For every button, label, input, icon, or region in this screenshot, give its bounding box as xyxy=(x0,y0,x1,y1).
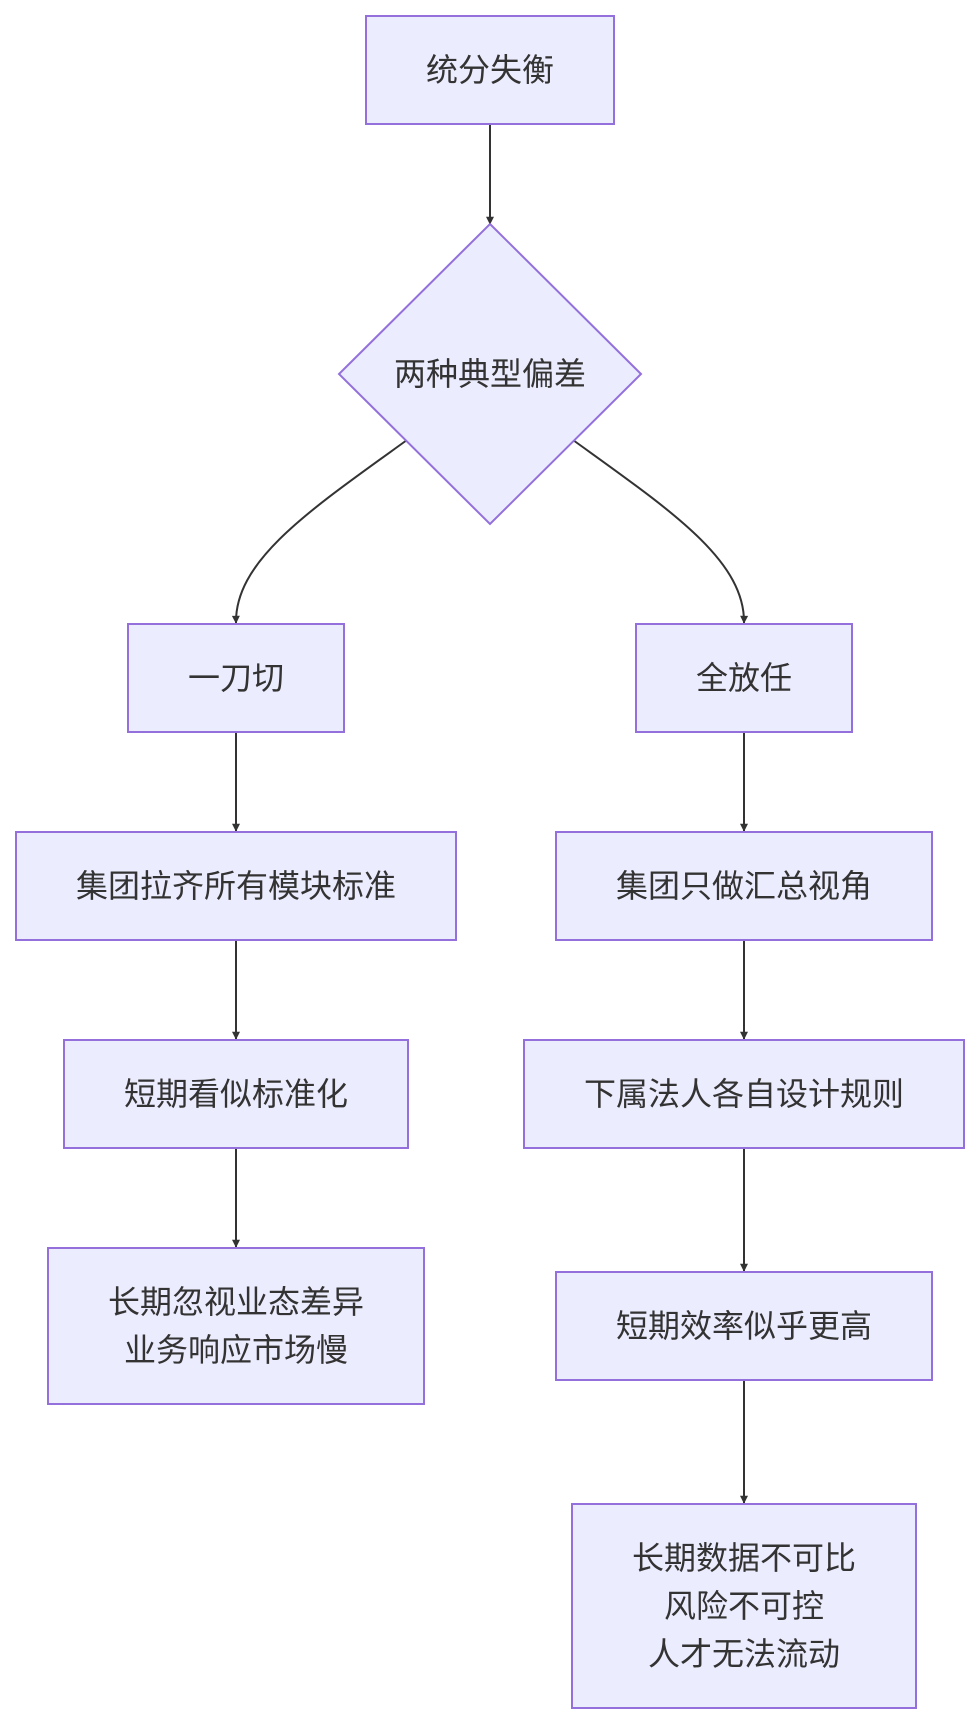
edges xyxy=(231,124,749,1504)
node-right-step1-box xyxy=(555,831,933,941)
label-line: 短期看似标准化 xyxy=(124,1075,348,1113)
label-line: 长期数据不可比 xyxy=(632,1539,856,1577)
node-left-step2-label: 短期看似标准化 xyxy=(124,1075,348,1113)
node-right-step1-label: 集团只做汇总视角 xyxy=(616,867,872,905)
node-left-result: 长期忽视业态差异业务响应市场慢 xyxy=(47,1247,425,1405)
label-line: 两种典型偏差 xyxy=(394,355,586,393)
node-left-step1-box xyxy=(15,831,457,941)
label-line: 集团只做汇总视角 xyxy=(616,867,872,905)
node-root-label: 统分失衡 xyxy=(426,51,554,89)
node-decision-label: 两种典型偏差 xyxy=(394,355,586,393)
node-right-step1: 集团只做汇总视角 xyxy=(555,831,933,941)
label-line: 统分失衡 xyxy=(426,51,554,89)
node-left-result-box xyxy=(47,1247,425,1405)
node-right-result: 长期数据不可比风险不可控人才无法流动 xyxy=(571,1503,917,1709)
node-right-step3-box xyxy=(555,1271,933,1381)
node-left-result-label: 长期忽视业态差异业务响应市场慢 xyxy=(108,1283,364,1369)
node-right-step2-box xyxy=(523,1039,965,1149)
node-right-branch: 全放任 xyxy=(635,623,853,733)
node-left-step2: 短期看似标准化 xyxy=(63,1039,409,1149)
node-right-step3: 短期效率似乎更高 xyxy=(555,1271,933,1381)
node-decision-diamond xyxy=(337,222,643,526)
label-line: 短期效率似乎更高 xyxy=(616,1307,872,1345)
node-right-step3-label: 短期效率似乎更高 xyxy=(616,1307,872,1345)
edge-decision-to-right-branch xyxy=(572,439,749,624)
node-left-branch-label: 一刀切 xyxy=(188,659,284,697)
node-root-box xyxy=(365,15,615,125)
label-line: 人才无法流动 xyxy=(648,1635,840,1673)
node-right-result-box xyxy=(571,1503,917,1709)
label-line: 下属法人各自设计规则 xyxy=(584,1075,904,1113)
edge-decision-to-left-branch xyxy=(231,439,408,624)
node-right-result-label: 长期数据不可比风险不可控人才无法流动 xyxy=(632,1539,856,1673)
node-right-branch-box xyxy=(635,623,853,733)
label-line: 一刀切 xyxy=(188,659,284,697)
label-line: 全放任 xyxy=(696,659,792,697)
node-right-step2-label: 下属法人各自设计规则 xyxy=(584,1075,904,1113)
label-line: 集团拉齐所有模块标准 xyxy=(76,867,396,905)
node-left-step1-label: 集团拉齐所有模块标准 xyxy=(76,867,396,905)
label-line: 风险不可控 xyxy=(664,1587,824,1625)
node-left-branch: 一刀切 xyxy=(127,623,345,733)
node-right-step2: 下属法人各自设计规则 xyxy=(523,1039,965,1149)
node-right-branch-label: 全放任 xyxy=(696,659,792,697)
label-line: 长期忽视业态差异 xyxy=(108,1283,364,1321)
node-left-branch-box xyxy=(127,623,345,733)
label-line: 业务响应市场慢 xyxy=(124,1331,348,1369)
node-root: 统分失衡 xyxy=(365,15,615,125)
node-left-step2-box xyxy=(63,1039,409,1149)
node-decision: 两种典型偏差 xyxy=(337,222,643,526)
node-left-step1: 集团拉齐所有模块标准 xyxy=(15,831,457,941)
